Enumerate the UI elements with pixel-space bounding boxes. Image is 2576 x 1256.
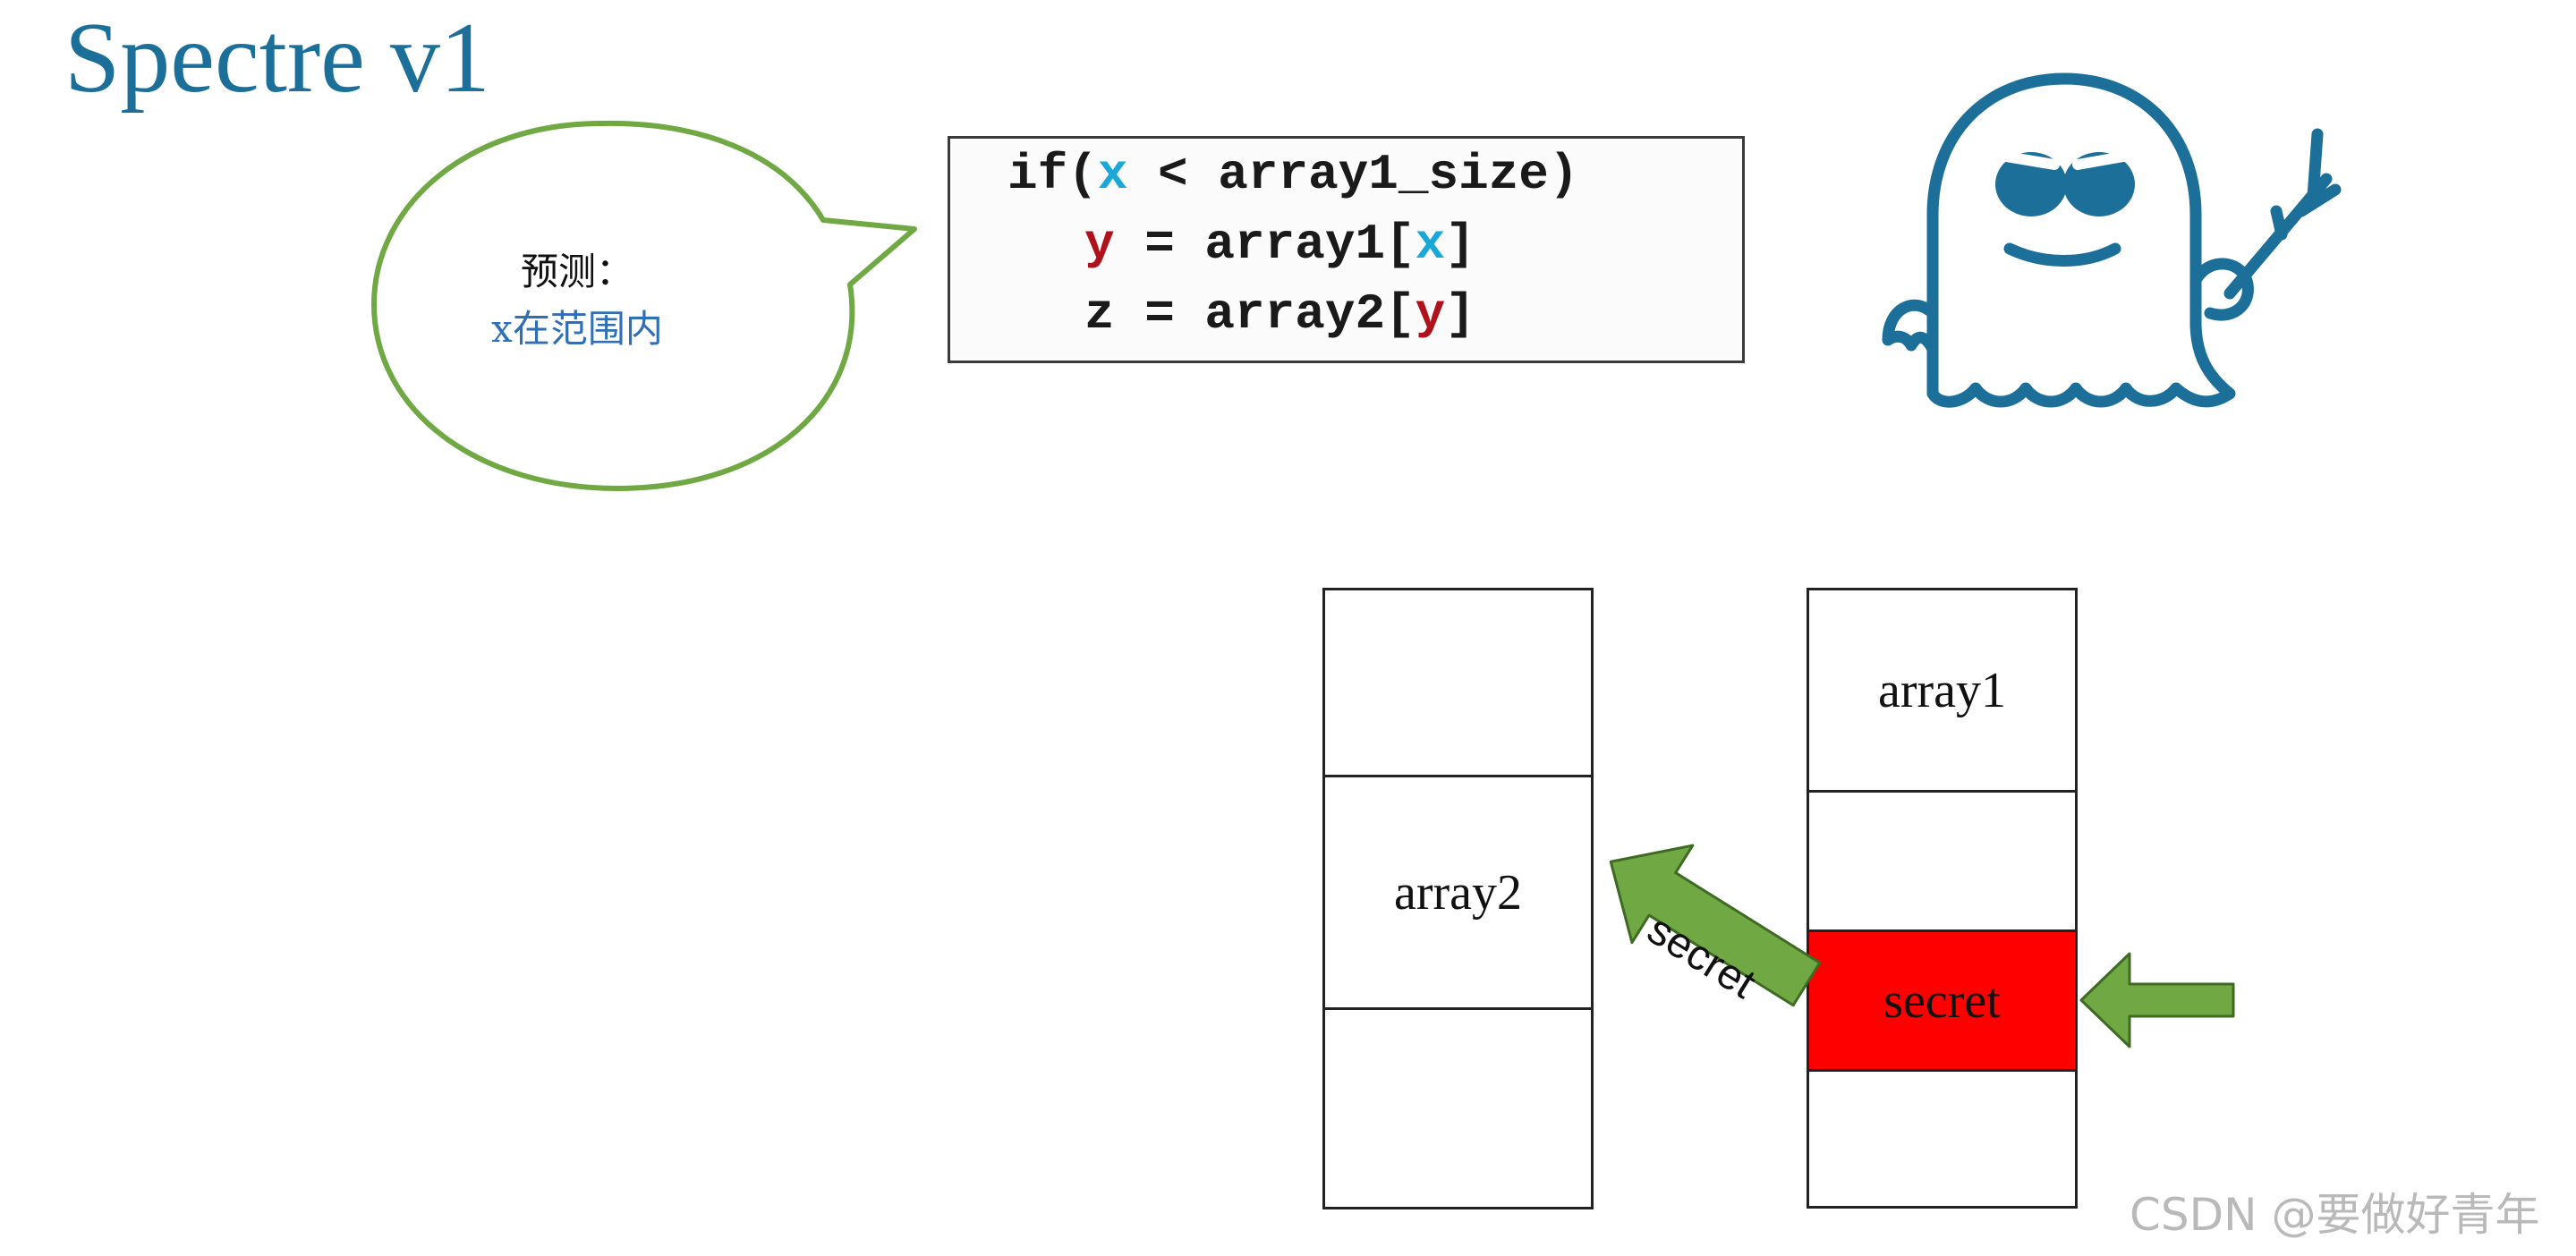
code-line-2: y = array1[x]	[1084, 212, 1475, 276]
code-token: = array1[	[1114, 216, 1416, 273]
secret-flow-arrow	[1609, 844, 1822, 1007]
speech-bubble	[371, 120, 917, 491]
code-var-x: x	[1415, 216, 1446, 273]
memory-cell	[1807, 1069, 2078, 1209]
code-line-1: if(x < array1_size)	[1007, 142, 1579, 207]
code-token: if(	[1007, 146, 1098, 203]
code-token: ]	[1445, 285, 1475, 343]
code-var-y: y	[1415, 285, 1446, 343]
prediction-value: x在范围内	[491, 307, 663, 351]
code-token: z = array2[	[1084, 285, 1416, 343]
speech-bubble-text: 预测： x在范围内	[429, 243, 725, 358]
code-var-x: x	[1097, 146, 1128, 203]
code-line-3: z = array2[y]	[1084, 282, 1475, 346]
code-snippet-box: if(x < array1_size) y = array1[x] z = ar…	[948, 136, 1745, 363]
index-pointer-arrow	[2079, 952, 2235, 1048]
slide-title: Spectre v1	[64, 3, 490, 114]
memory-cell-secret: secret	[1807, 929, 2078, 1072]
code-token: ]	[1445, 216, 1475, 273]
memory-cell	[1322, 1007, 1594, 1209]
code-token: < array1_size)	[1127, 146, 1579, 203]
watermark: CSDN @要做好青年	[2130, 1189, 2540, 1241]
speech-bubble-outline	[371, 120, 917, 491]
spectre-ghost-icon	[1882, 72, 2342, 408]
code-var-y: y	[1084, 216, 1115, 273]
memory-cell-array2: array2	[1322, 775, 1594, 1010]
prediction-label: 预测：	[520, 250, 633, 293]
